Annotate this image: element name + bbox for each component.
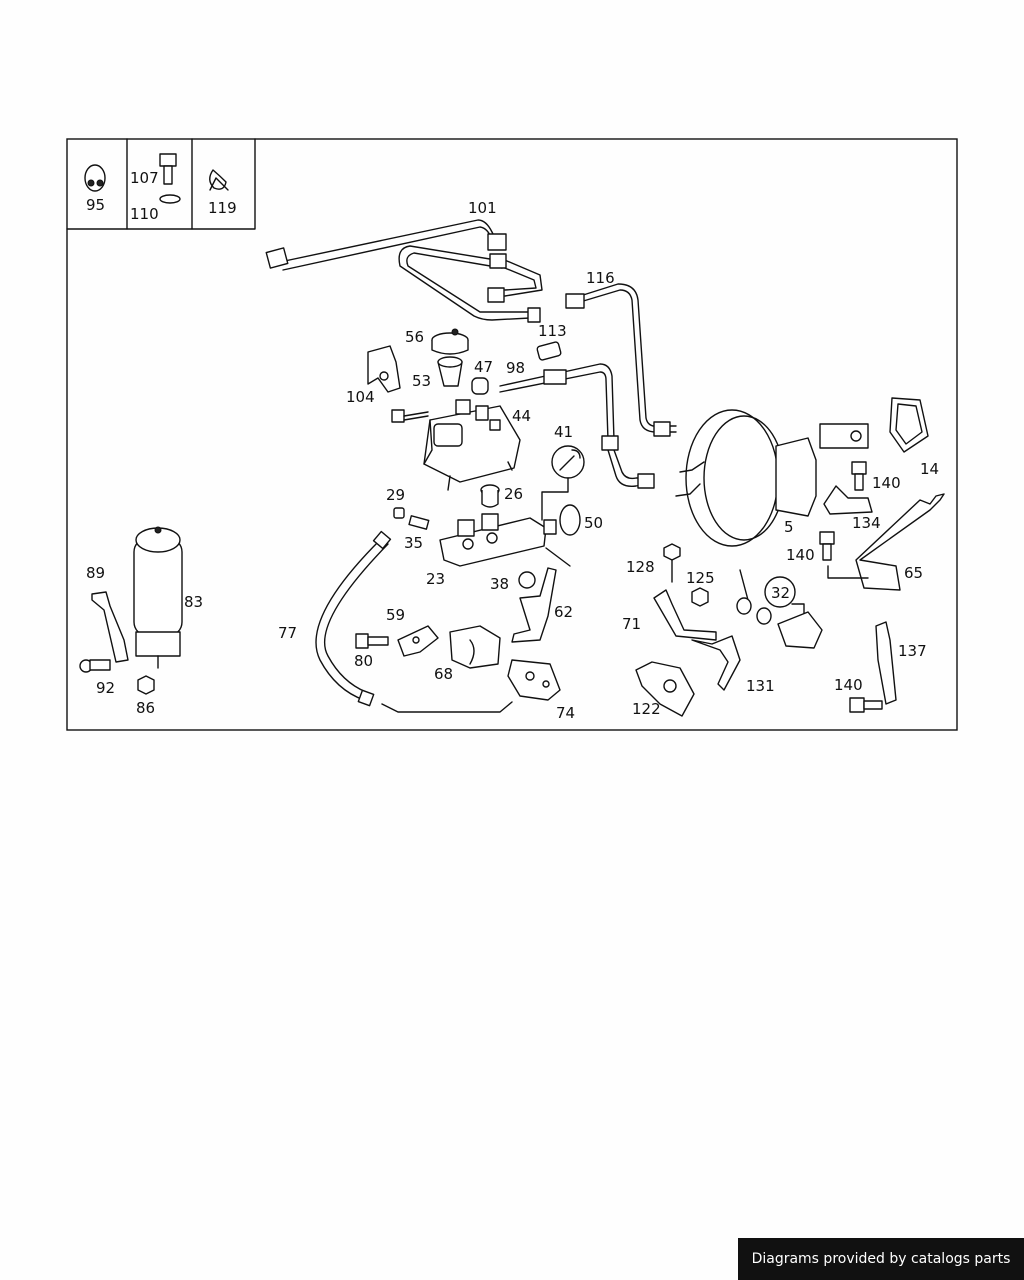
- nut-86: [137, 675, 155, 695]
- strainer-53: [437, 356, 463, 387]
- callout-128: 128: [626, 558, 655, 576]
- callout-65: 131: [746, 677, 775, 695]
- diagram-credit-text: Diagrams provided by catalogs parts: [751, 1251, 1011, 1267]
- bolt-128: [663, 543, 681, 583]
- bolt-140-c: [849, 697, 883, 713]
- bracket-65: [691, 635, 741, 691]
- washer-icon: [159, 194, 181, 204]
- bracket-134: [823, 485, 873, 515]
- callout-35: 50: [584, 514, 603, 532]
- wrench-icon: [551, 445, 585, 479]
- seal-ring-35: [559, 504, 581, 536]
- brake-booster-5: [675, 409, 869, 547]
- callout-5: 5: [784, 518, 794, 536]
- switch-74: [507, 659, 561, 701]
- sleeve-113: [536, 341, 562, 361]
- bolt-140-a: [851, 461, 867, 491]
- bleeder-cap-29: [393, 507, 405, 519]
- bolt-80: [355, 633, 389, 649]
- callout-44: 44: [512, 407, 531, 425]
- callout-83: 83: [184, 593, 203, 611]
- nut-38: [518, 571, 536, 589]
- callout-68: 68: [434, 665, 453, 683]
- bolt-92: [79, 659, 111, 673]
- bracket-62: [511, 567, 557, 643]
- diagram-credit-badge: Diagrams provided by catalogs parts: [738, 1238, 1024, 1280]
- bleeder-screw-26: [408, 515, 430, 530]
- callout-62: 62: [554, 603, 573, 621]
- callout-89: 89: [86, 564, 105, 582]
- bracket-122: [653, 589, 717, 641]
- brake-fluid-reservoir-44: [423, 399, 521, 491]
- bracket-89: [91, 591, 129, 663]
- callout-140-c: 140: [834, 676, 863, 694]
- callout-53: 53: [412, 372, 431, 390]
- callout-98: 98: [506, 359, 525, 377]
- callout-140-b: 140: [786, 546, 815, 564]
- brake-line-101: [265, 219, 543, 323]
- clip-icon: [209, 169, 229, 191]
- callout-59: 59: [386, 606, 405, 624]
- legend-label-110: 110: [130, 205, 159, 223]
- callout-56: 56: [405, 328, 424, 346]
- bolt: [391, 409, 429, 423]
- callout-80: 80: [354, 652, 373, 670]
- callout-116: 116: [586, 269, 615, 287]
- callout-86: 86: [136, 699, 155, 717]
- brake-line-98: [499, 363, 655, 489]
- callout-74: 74: [556, 704, 575, 722]
- callout-92: 92: [96, 679, 115, 697]
- reservoir-cap-56: [431, 328, 469, 355]
- brake-line-116: [565, 283, 677, 437]
- callout-134: 134: [852, 514, 881, 532]
- legend-label-95: 95: [86, 196, 105, 214]
- plug-47: [471, 377, 489, 395]
- callout-47: 47: [474, 358, 493, 376]
- callout-26: 35: [404, 534, 423, 552]
- bracket-59: [397, 625, 439, 657]
- gasket-14: [889, 397, 929, 453]
- legend-box: 95 107 110 119: [66, 138, 256, 230]
- legend-label-107: 107: [130, 169, 159, 187]
- master-cylinder-23: [439, 513, 571, 567]
- callout-23: 23: [426, 570, 445, 588]
- sensor-71: [635, 661, 695, 717]
- bolt-140-b: [819, 531, 835, 561]
- callout-41: 41: [554, 423, 573, 441]
- damper-68: [449, 625, 501, 669]
- grommet-icon: [84, 164, 106, 192]
- callout-29: 29: [386, 486, 405, 504]
- callout-32: 32: [771, 584, 790, 602]
- callout-38: 38: [490, 575, 509, 593]
- nut-125: [691, 587, 709, 607]
- bracket-137: [875, 621, 897, 705]
- sensor-group-32: [736, 569, 823, 649]
- callout-104: 104: [346, 388, 375, 406]
- callout-50: 26: [504, 485, 523, 503]
- callout-137: 137: [898, 642, 927, 660]
- canister-83: [133, 526, 183, 669]
- callout-131: 65: [904, 564, 923, 582]
- callout-14: 14: [920, 460, 939, 478]
- legend-label-119: 119: [208, 199, 237, 217]
- hose-77: [315, 530, 513, 713]
- bracket-131: [827, 493, 945, 591]
- callout-71: 122: [632, 700, 661, 718]
- callout-101: 101: [468, 199, 497, 217]
- bracket-104: [367, 345, 401, 393]
- callout-122: 71: [622, 615, 641, 633]
- callout-125: 125: [686, 569, 715, 587]
- diagram-frame: [66, 138, 958, 731]
- callout-140-a: 140: [872, 474, 901, 492]
- banjo-bolt-icon: [159, 153, 177, 185]
- plug-50: [480, 484, 500, 508]
- callout-77: 77: [278, 624, 297, 642]
- callout-113: 113: [538, 322, 567, 340]
